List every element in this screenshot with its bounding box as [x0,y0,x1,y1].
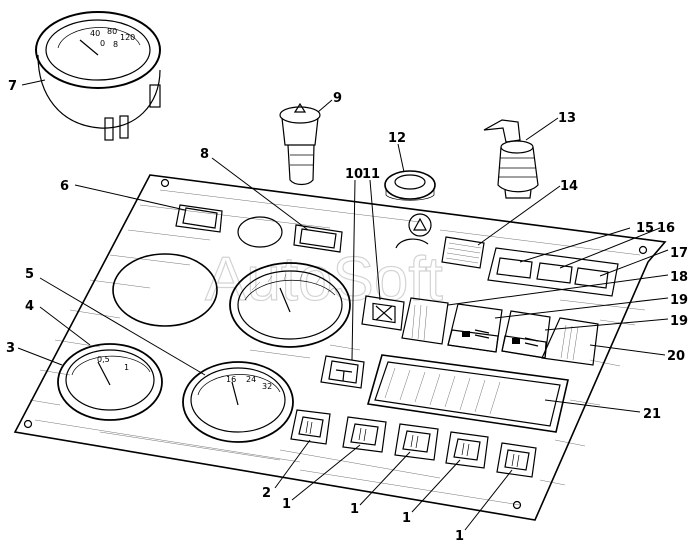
gauge-7-detached: 40 80 120 0 8 [35,11,161,141]
callout-1-a: 1 [282,497,291,512]
callout-19-upper: 19 [670,293,688,308]
switch-2 [290,409,331,445]
gauge-3-tick-label: 0,5 [97,355,110,364]
button-19-left [447,303,503,353]
lamp-17 [574,267,609,289]
switch-11 [361,295,405,331]
button-20 [541,317,599,366]
callout-11: 11 [362,167,380,182]
callout-10: 10 [345,167,363,182]
callout-1-b: 1 [350,502,359,517]
lamp-15 [496,257,533,279]
switch-1-b [394,423,439,461]
lamp-16 [536,262,573,284]
gauge-center-needle [279,287,291,313]
warning-triangle-icon [293,102,307,113]
knob-lever [483,119,521,143]
callout-1-c: 1 [402,511,411,526]
indicator-window-6 [175,204,223,233]
switch-10 [320,355,365,389]
switch-1-a [342,416,387,453]
mount-hole-top-left [160,178,170,188]
display-window-21 [366,354,569,433]
gauge-7-tick-label: 0 [100,39,105,48]
leader-lines [17,79,669,531]
callout-21: 21 [643,407,661,422]
gauge-7-tick-label: 40 [90,29,100,38]
callout-6: 6 [60,179,69,194]
mount-hole-bottom-right [512,500,522,510]
callout-17: 17 [670,246,688,261]
gauge-5-tick-label: 24 [246,375,256,384]
switch-window-14 [441,236,485,269]
switch-1-c [445,431,489,469]
gauge-7-tick-label: 80 [107,27,117,36]
gauge-5-needle [231,381,239,406]
panel-plate [13,174,667,521]
switch-1-d [496,442,537,478]
connector-plug-9 [279,102,321,186]
callout-20: 20 [667,349,685,364]
callout-12: 12 [388,131,406,146]
gauge-7-needle [79,39,99,56]
callout-14: 14 [560,179,578,194]
hazard-socket [408,213,432,237]
gauge-center [229,262,351,348]
rotation-arrow-icon [395,238,429,249]
indicator-window-8 [293,224,343,253]
gauge-3: 0,5 1 [57,343,163,421]
callout-16: 16 [657,221,675,236]
callout-7: 7 [8,79,17,94]
warning-triangle-icon [412,217,428,231]
callout-18: 18 [670,270,688,285]
callout-19-lower: 19 [670,314,688,329]
callout-4: 4 [25,299,34,314]
button-19-right [501,310,551,359]
callout-1-d: 1 [455,529,464,544]
callout-5: 5 [25,267,34,282]
gauge-5-tick-label: 32 [262,382,272,391]
sealing-ring-12 [384,170,436,201]
callout-3: 3 [6,341,15,356]
switch-knob-13 [483,119,539,199]
mount-hole-top-right [638,245,648,255]
lamp-block-15-17 [487,247,619,297]
callout-8: 8 [200,147,209,162]
mount-hole-bottom-left [23,419,33,429]
callout-13: 13 [558,111,576,126]
button-18 [401,297,449,345]
gauge-3-needle [97,361,111,386]
round-cutout-large [112,253,218,327]
round-cutout-small [237,216,283,248]
gauge-7-tick-label: 120 [120,33,135,42]
gauge-5: 16 24 32 [182,361,294,443]
callout-9: 9 [333,91,342,106]
callout-2: 2 [262,486,271,501]
gauge-5-tick-label: 16 [226,375,236,384]
gauge-7-tick-label: 8 [113,40,118,49]
gauge-3-tick-label: 1 [124,363,129,372]
callout-15: 15 [636,221,654,236]
callout-labels: 7 9 12 13 8 10 11 6 14 15 16 17 18 19 19… [6,79,688,544]
